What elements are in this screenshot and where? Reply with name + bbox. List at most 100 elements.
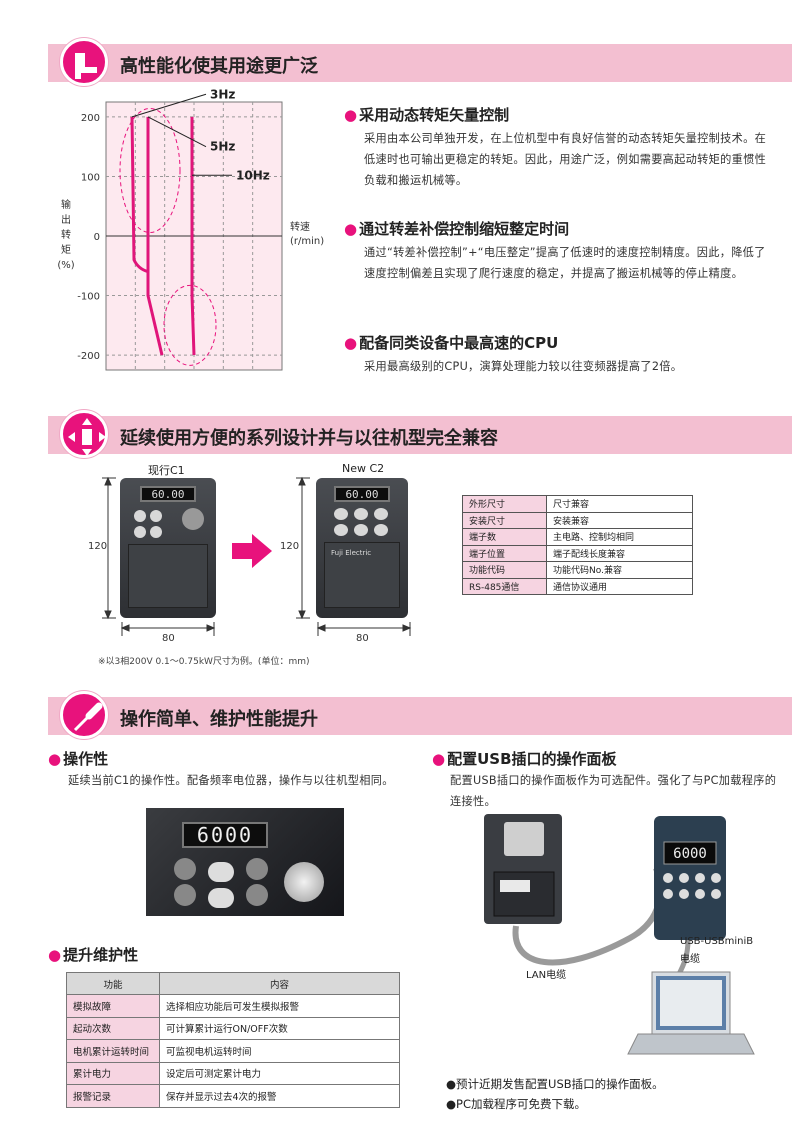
- leader-line: [131, 93, 207, 118]
- usb-panel-display: 6000: [673, 846, 707, 862]
- maint-function: 累计电力: [66, 1061, 160, 1085]
- table-row: RS-485通信通信协议通用: [462, 577, 693, 595]
- old-display: 60.00: [140, 486, 196, 502]
- feature2-heading: ●通过转差补偿控制缩短整定时间: [344, 220, 570, 238]
- spec-value: 功能代码No.兼容: [546, 561, 693, 579]
- new-display: 60.00: [334, 486, 390, 502]
- maint-function: 报警记录: [66, 1084, 160, 1108]
- maint-content: 选择相应功能后可发生模拟报警: [159, 994, 400, 1018]
- dimension-note: ※以3相200V 0.1～0.75kW尺寸为例。(单位：mm): [98, 657, 310, 667]
- low-speed-highlight: [119, 107, 181, 233]
- old-knob: [182, 508, 204, 530]
- x-axis-label: 转速: [290, 220, 310, 233]
- operation-panel-image: 6000: [146, 808, 344, 916]
- brand-label: Fuji Electric: [331, 549, 372, 557]
- down-button[interactable]: [208, 888, 234, 908]
- spec-key: 外形尺寸: [462, 495, 547, 513]
- old-height-dim: 120: [88, 541, 108, 552]
- usb-bullet-1: ●预计近期发售配置USB插口的操作面板。: [446, 1077, 664, 1091]
- usb-connection-diagram: 6000: [484, 814, 755, 1055]
- torque-chart: 2001000-100-200输出转矩(%)转速(r/min)3Hz5Hz10H…: [57, 87, 324, 371]
- dimension-lines: [102, 476, 412, 636]
- maint-head-function: 功能: [66, 972, 160, 995]
- spec-value: 主电路、控制均相同: [546, 528, 693, 546]
- series-line-5Hz: [146, 116, 164, 356]
- feature3-text: 采用最高级别的CPU，演算处理能力较以往变频器提高了2倍。: [364, 360, 683, 373]
- new-label-plate: Fuji Electric: [324, 542, 400, 608]
- section1-banner: 高性能化使其用途更广泛: [48, 44, 792, 82]
- spec-key: 端子位置: [462, 544, 547, 562]
- x-axis-label: (r/min): [290, 236, 324, 247]
- compatibility-table: 外形尺寸尺寸兼容安装尺寸安装兼容端子数主电路、控制均相同端子位置端子配线长度兼容…: [462, 495, 693, 595]
- new-width-dim: 80: [356, 633, 369, 644]
- section3-title: 操作简单、维护性能提升: [120, 709, 318, 730]
- operability-text: 延续当前C1的操作性。配备频率电位器，操作与以往机型相同。: [68, 774, 394, 787]
- arrow-right-icon: [232, 534, 272, 568]
- series-line-10Hz: [190, 116, 196, 356]
- func-button[interactable]: [246, 858, 268, 880]
- series-label: 3Hz: [210, 87, 235, 101]
- feature2-text: 通过“转差补偿控制”+“电压整定”提高了低速时的速度控制精度。因此，降低了速度控…: [364, 246, 766, 280]
- spec-value: 端子配线长度兼容: [546, 544, 693, 562]
- usb-cable-label-1: USB-USBminiB: [680, 936, 754, 947]
- y-tick-label: 100: [81, 172, 100, 183]
- maint-content: 可计算累计运行ON/OFF次数: [159, 1016, 400, 1040]
- spec-value: 安装兼容: [546, 511, 693, 529]
- spec-value: 通信协议通用: [546, 577, 693, 595]
- y-axis-label: 输: [61, 198, 71, 211]
- table-row: 报警记录保存并显示过去4次的报警: [66, 1084, 400, 1108]
- lan-cable-label: LAN电缆: [526, 970, 567, 981]
- new-height-dim: 120: [280, 541, 300, 552]
- spec-value: 尺寸兼容: [546, 495, 693, 513]
- new-model-caption: New C2: [342, 462, 385, 475]
- frequency-potentiometer[interactable]: [284, 862, 324, 902]
- y-axis-label: 出: [61, 213, 71, 226]
- reverse-highlight: [163, 284, 217, 366]
- panel-display: 6000: [182, 822, 268, 848]
- y-axis-label: (%): [57, 260, 74, 271]
- maintenance-table: 功能 内容 模拟故障选择相应功能后可发生模拟报警起动次数可计算累计运行ON/OF…: [66, 972, 400, 1108]
- stop-button[interactable]: [246, 884, 268, 906]
- y-axis-label: 转: [61, 228, 71, 241]
- old-label-plate: [128, 544, 208, 608]
- old-model-caption: 现行C1: [148, 464, 185, 477]
- table-row: 端子位置端子配线长度兼容: [462, 544, 693, 562]
- maint-head-content: 内容: [159, 972, 400, 995]
- table-row: 累计电力设定后可测定累计电力: [66, 1061, 400, 1085]
- run-button[interactable]: [174, 858, 196, 880]
- series-label: 5Hz: [210, 140, 235, 154]
- section1-title: 高性能化使其用途更广泛: [120, 56, 318, 77]
- operability-heading: ●操作性: [48, 750, 109, 768]
- prg-button[interactable]: [174, 884, 196, 906]
- series-line-3Hz: [130, 116, 149, 274]
- y-tick-label: 0: [94, 232, 100, 243]
- old-width-dim: 80: [162, 633, 175, 644]
- old-inverter-image: 60.00: [120, 478, 216, 618]
- feature1-text: 采用由本公司单独开发，在上位机型中有良好信誉的动态转矩矢量控制技术。在低速时也可…: [364, 132, 767, 187]
- table-row: 外形尺寸尺寸兼容: [462, 495, 693, 513]
- section3-banner: 操作简单、维护性能提升: [48, 697, 792, 735]
- up-button[interactable]: [208, 862, 234, 882]
- maint-function: 模拟故障: [66, 994, 160, 1018]
- y-tick-label: -100: [77, 292, 100, 303]
- y-tick-label: -200: [77, 351, 100, 362]
- leader-line: [147, 116, 207, 148]
- maint-function: 起动次数: [66, 1016, 160, 1040]
- usb-cable-label-2: 电缆: [680, 954, 700, 965]
- table-row: 安装尺寸安装兼容: [462, 511, 693, 529]
- maint-function: 电机累计运转时间: [66, 1039, 160, 1063]
- screwdriver-icon: [60, 691, 108, 739]
- maint-content: 保存并显示过去4次的报警: [159, 1084, 400, 1108]
- table-row: 模拟故障选择相应功能后可发生模拟报警: [66, 994, 400, 1018]
- maint-content: 可监视电机运转时间: [159, 1039, 400, 1063]
- usb-panel-text: 配置USB插口的操作面板作为可选配件。强化了与PC加载程序的连接性。: [450, 774, 777, 808]
- table-row: 电机累计运转时间可监视电机运转时间: [66, 1039, 400, 1063]
- spec-key: 安装尺寸: [462, 511, 547, 529]
- arrows-icon: [60, 410, 108, 458]
- maintenance-heading: ●提升维护性: [48, 946, 139, 964]
- y-axis-label: 矩: [61, 243, 71, 256]
- y-tick-label: 200: [81, 113, 100, 124]
- new-inverter-image: 60.00 Fuji Electric: [316, 478, 408, 618]
- table-row: 端子数主电路、控制均相同: [462, 528, 693, 546]
- table-row: 起动次数可计算累计运行ON/OFF次数: [66, 1016, 400, 1040]
